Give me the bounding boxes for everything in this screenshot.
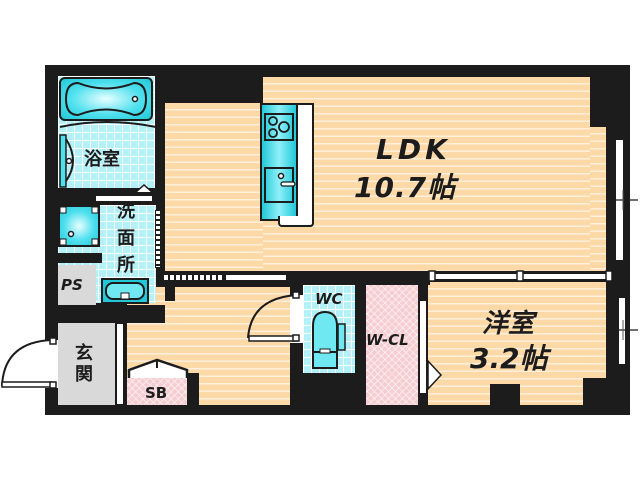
entrance-door-swing-icon[interactable]: [0, 336, 60, 392]
walk-in-closet: [366, 285, 418, 405]
wc-door-gap: [290, 295, 303, 343]
ldk-sliding-door-2[interactable]: [225, 274, 287, 281]
bath-door-slider[interactable]: [95, 195, 153, 202]
walk-in-closet-label: W-CL: [366, 331, 409, 349]
entrance-door-gap: [45, 340, 58, 388]
wash-basin-icon: [105, 282, 145, 300]
bathtub-basin-icon: [64, 81, 148, 117]
shoe-box-label: SB: [145, 384, 168, 402]
entrance-floor: [58, 323, 115, 405]
western-window-mark: [608, 320, 638, 340]
western-room-window[interactable]: [617, 296, 627, 366]
kitchen-top-wall: [155, 77, 263, 103]
ldk-label: LDK: [376, 133, 451, 166]
wash-entrance-wall: [47, 305, 165, 323]
ldk-window-mark: [608, 190, 638, 210]
shoe-box-right-wall: [187, 373, 199, 407]
washroom-sliding-door[interactable]: [155, 210, 161, 268]
western-room-corner: [583, 378, 613, 408]
western-room-label: 洋室: [482, 309, 535, 339]
ldk-floor-ext: [590, 127, 606, 271]
wc-bottom: [303, 373, 355, 405]
washing-machine-detail: [59, 206, 99, 246]
ldk-partition-bar: [163, 281, 293, 287]
wc-door-swing-icon[interactable]: [245, 290, 307, 348]
entrance-label-1: 玄: [75, 343, 93, 364]
wc-label: WC: [315, 290, 343, 308]
shoe-box: [127, 377, 187, 405]
kitchen-counter-bottom: [278, 216, 314, 227]
washroom-label-1: 洗: [117, 201, 135, 222]
ldk-size: 10.7帖: [354, 171, 457, 204]
ldk-floor-main: [263, 77, 606, 271]
closet-door-arrow-icon: [427, 359, 443, 391]
closet-sliding-door[interactable]: [419, 300, 427, 394]
wc-block-wall: [290, 271, 430, 285]
pipe-space: [58, 265, 96, 305]
ldk-floor: [165, 103, 263, 271]
stove-icon: [264, 113, 294, 141]
ldk-floor-right: [590, 77, 606, 127]
western-door-hinges: [428, 270, 613, 282]
western-room-floor: [428, 282, 606, 405]
entrance-label-2: 関: [75, 364, 93, 385]
toilet-icon: [312, 310, 346, 369]
western-room-pillar: [490, 384, 520, 409]
bathroom-label: 浴室: [84, 149, 120, 170]
ldk-hall-stub: [165, 287, 175, 301]
kitchen-sink-icon: [264, 167, 296, 203]
wash-ps-wall: [47, 253, 102, 263]
kitchen-counter-top: [296, 103, 314, 227]
pipe-space-label: PS: [61, 276, 83, 294]
ldk-sliding-door-1[interactable]: [163, 274, 225, 281]
shoe-box-door-icon[interactable]: [127, 358, 189, 380]
bathroom-door-arc: [59, 121, 157, 188]
washroom-label-2: 面: [117, 228, 135, 249]
entrance-step: [116, 323, 124, 405]
washroom-label-3: 所: [117, 255, 135, 276]
western-room-size: 3.2帖: [470, 342, 548, 375]
